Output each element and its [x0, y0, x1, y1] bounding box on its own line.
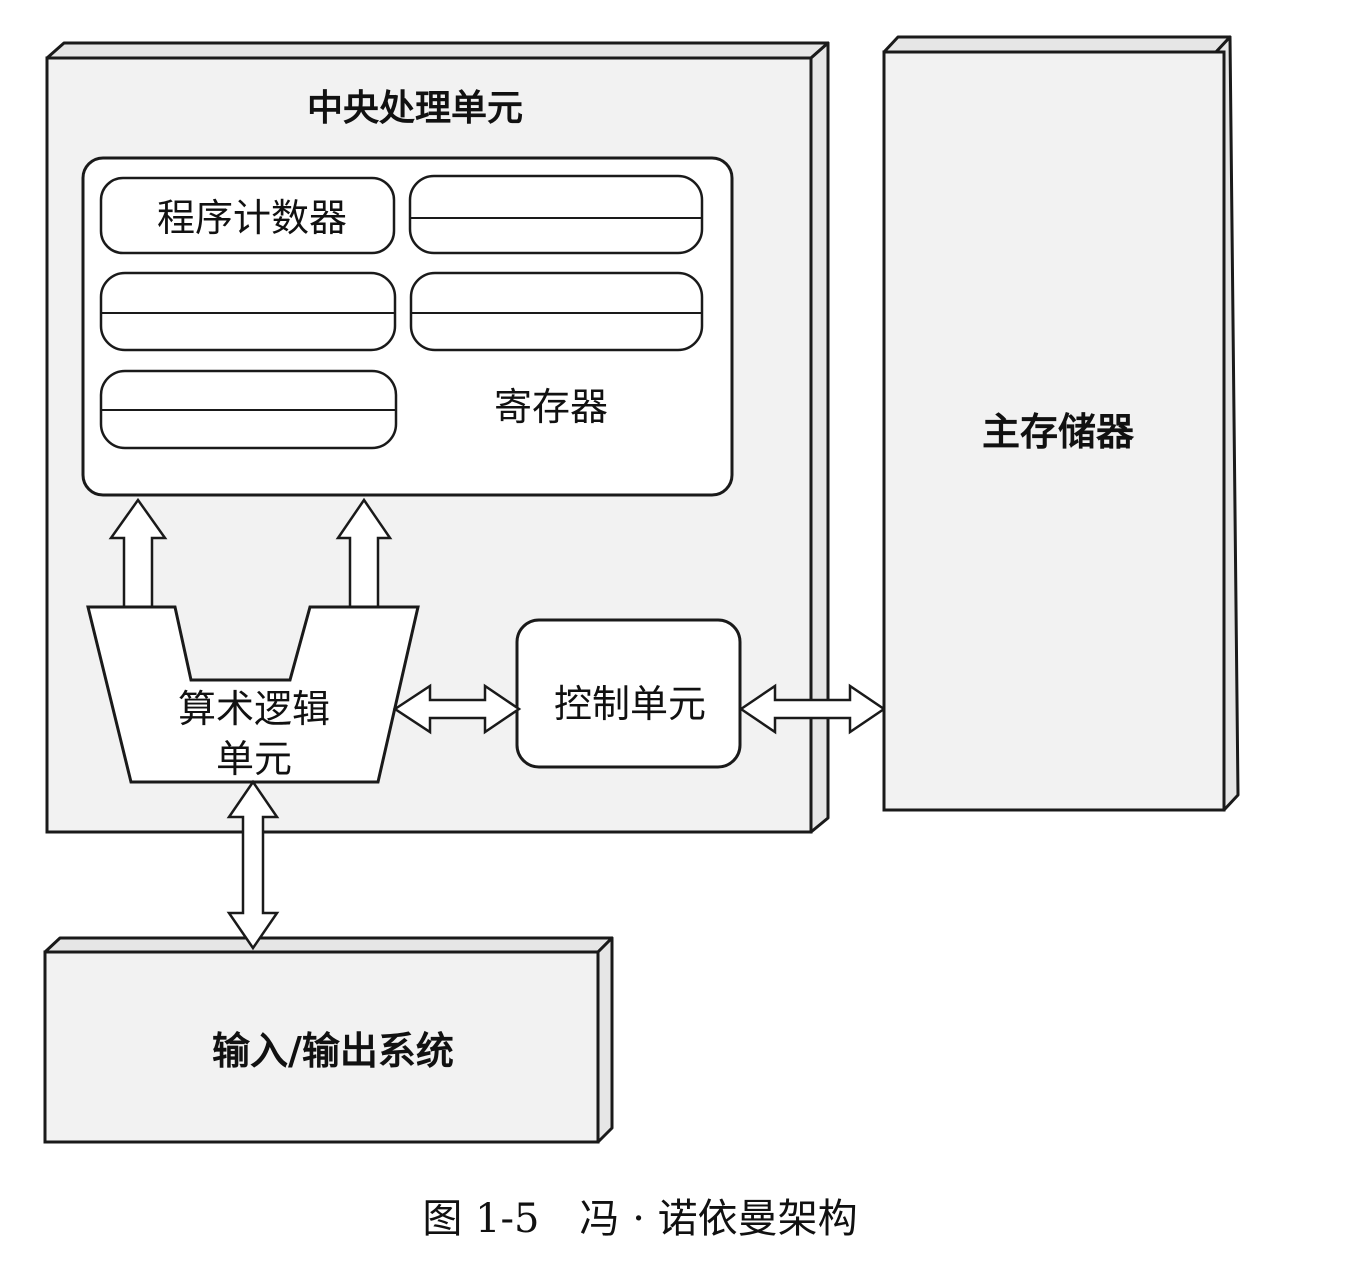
io-system-side-edge — [596, 936, 614, 1144]
program-counter-slot — [99, 176, 396, 255]
main-memory-label: 主存储器 — [982, 410, 1135, 454]
register-slot — [409, 271, 704, 352]
alu-label-line2: 单元 — [216, 737, 292, 781]
main-memory-face — [882, 50, 1226, 812]
registers-box: 程序计数器 寄存器 — [81, 156, 734, 497]
main-memory-top-edge — [882, 35, 1232, 54]
io-system-box — [43, 936, 614, 1144]
alu-to-register-arrow — [108, 497, 168, 610]
control-unit-label: 控制单元 — [554, 682, 706, 726]
io-system-top-edge — [43, 936, 614, 954]
alu-label-line1: 算术逻辑 — [178, 687, 330, 731]
control-unit-box — [515, 618, 742, 769]
register-slot — [99, 271, 397, 352]
register-slot — [408, 174, 704, 255]
figure-caption: 图 1-5 冯 · 诺依曼架构 — [422, 1196, 857, 1242]
io-system-face — [43, 950, 600, 1144]
cpu-title: 中央处理单元 — [307, 88, 523, 129]
alu-shape — [86, 605, 420, 784]
alu-io-double-arrow — [226, 779, 280, 951]
program-counter-label: 程序计数器 — [157, 196, 347, 240]
main-memory-box — [882, 35, 1240, 812]
io-system-label: 输入/输出系统 — [212, 1029, 454, 1073]
registers-label: 寄存器 — [494, 385, 608, 429]
alu-control-double-arrow — [392, 683, 522, 735]
cpu-box-top-edge — [45, 41, 830, 60]
alu-to-register-arrow — [335, 497, 393, 610]
